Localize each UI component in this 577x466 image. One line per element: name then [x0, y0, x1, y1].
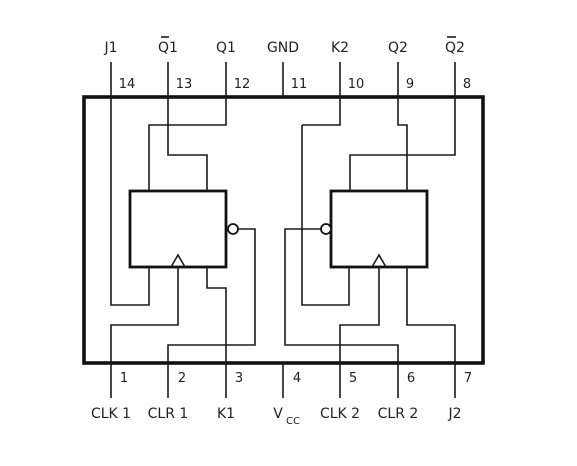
pin-number-14: 14	[119, 77, 136, 92]
pin-label-k2: K2	[331, 40, 349, 56]
pin-number-8: 8	[463, 77, 471, 92]
pin-label-q1-bar: Q1	[158, 40, 178, 56]
pin-label-clr1: CLR 1	[148, 406, 189, 422]
pin-number-3: 3	[235, 371, 243, 386]
pin-number-4: 4	[293, 371, 301, 386]
pin-number-6: 6	[407, 371, 415, 386]
wire-clr1	[167, 228, 256, 398]
wire-clr2-bubble	[284, 228, 399, 398]
pin-label-vcc: V	[273, 406, 283, 422]
pin-label-clk1: CLK 1	[91, 406, 131, 422]
wire-k2-internal	[301, 125, 350, 306]
pin-number-10: 10	[348, 77, 365, 92]
wire-q1	[148, 62, 227, 191]
flip-flop-1-clr-bubble	[227, 223, 239, 235]
wire-q2-bar	[349, 62, 456, 191]
pin-number-7: 7	[464, 371, 472, 386]
top-pin-labels: J1 Q1 Q1 GND K2 Q2 Q2 14 13 12 11 10 9 8	[103, 36, 471, 92]
pin-number-12: 12	[234, 77, 251, 92]
pin-label-clk2: CLK 2	[320, 406, 360, 422]
pin-label-vcc-subscript: CC	[286, 416, 300, 427]
pin-label-j1: J1	[103, 40, 117, 56]
pin-label-q2: Q2	[388, 40, 408, 56]
pin-number-13: 13	[176, 77, 193, 92]
pin-label-clr2: CLR 2	[378, 406, 419, 422]
flip-flop-2-clock-triangle	[371, 253, 387, 268]
pin-label-q2-bar: Q2	[445, 40, 465, 56]
pin-number-9: 9	[406, 77, 414, 92]
pin-label-k1: K1	[217, 406, 235, 422]
wire-q1-bar	[167, 62, 208, 191]
pin-label-gnd: GND	[267, 40, 299, 56]
wire-j1	[110, 62, 150, 306]
flip-flop-2-clr-bubble	[320, 223, 332, 235]
flip-flop-1-clock-triangle	[170, 253, 186, 268]
pin-number-5: 5	[349, 371, 357, 386]
bottom-pin-labels: 1 2 3 4 5 6 7 CLK 1 CLR 1 K1 V CC CLK 2 …	[91, 371, 472, 427]
pin-label-j2: J2	[447, 406, 461, 422]
wire-clk2	[339, 267, 380, 398]
pin-label-q1: Q1	[216, 40, 236, 56]
wire-k1	[206, 267, 227, 398]
wire-clk1	[110, 267, 179, 398]
wire-k2-drop	[302, 97, 341, 126]
wire-q2	[397, 62, 408, 191]
pin-number-2: 2	[178, 371, 186, 386]
pin-number-11: 11	[291, 77, 308, 92]
wire-j2	[406, 267, 456, 398]
pin-number-1: 1	[120, 371, 128, 386]
